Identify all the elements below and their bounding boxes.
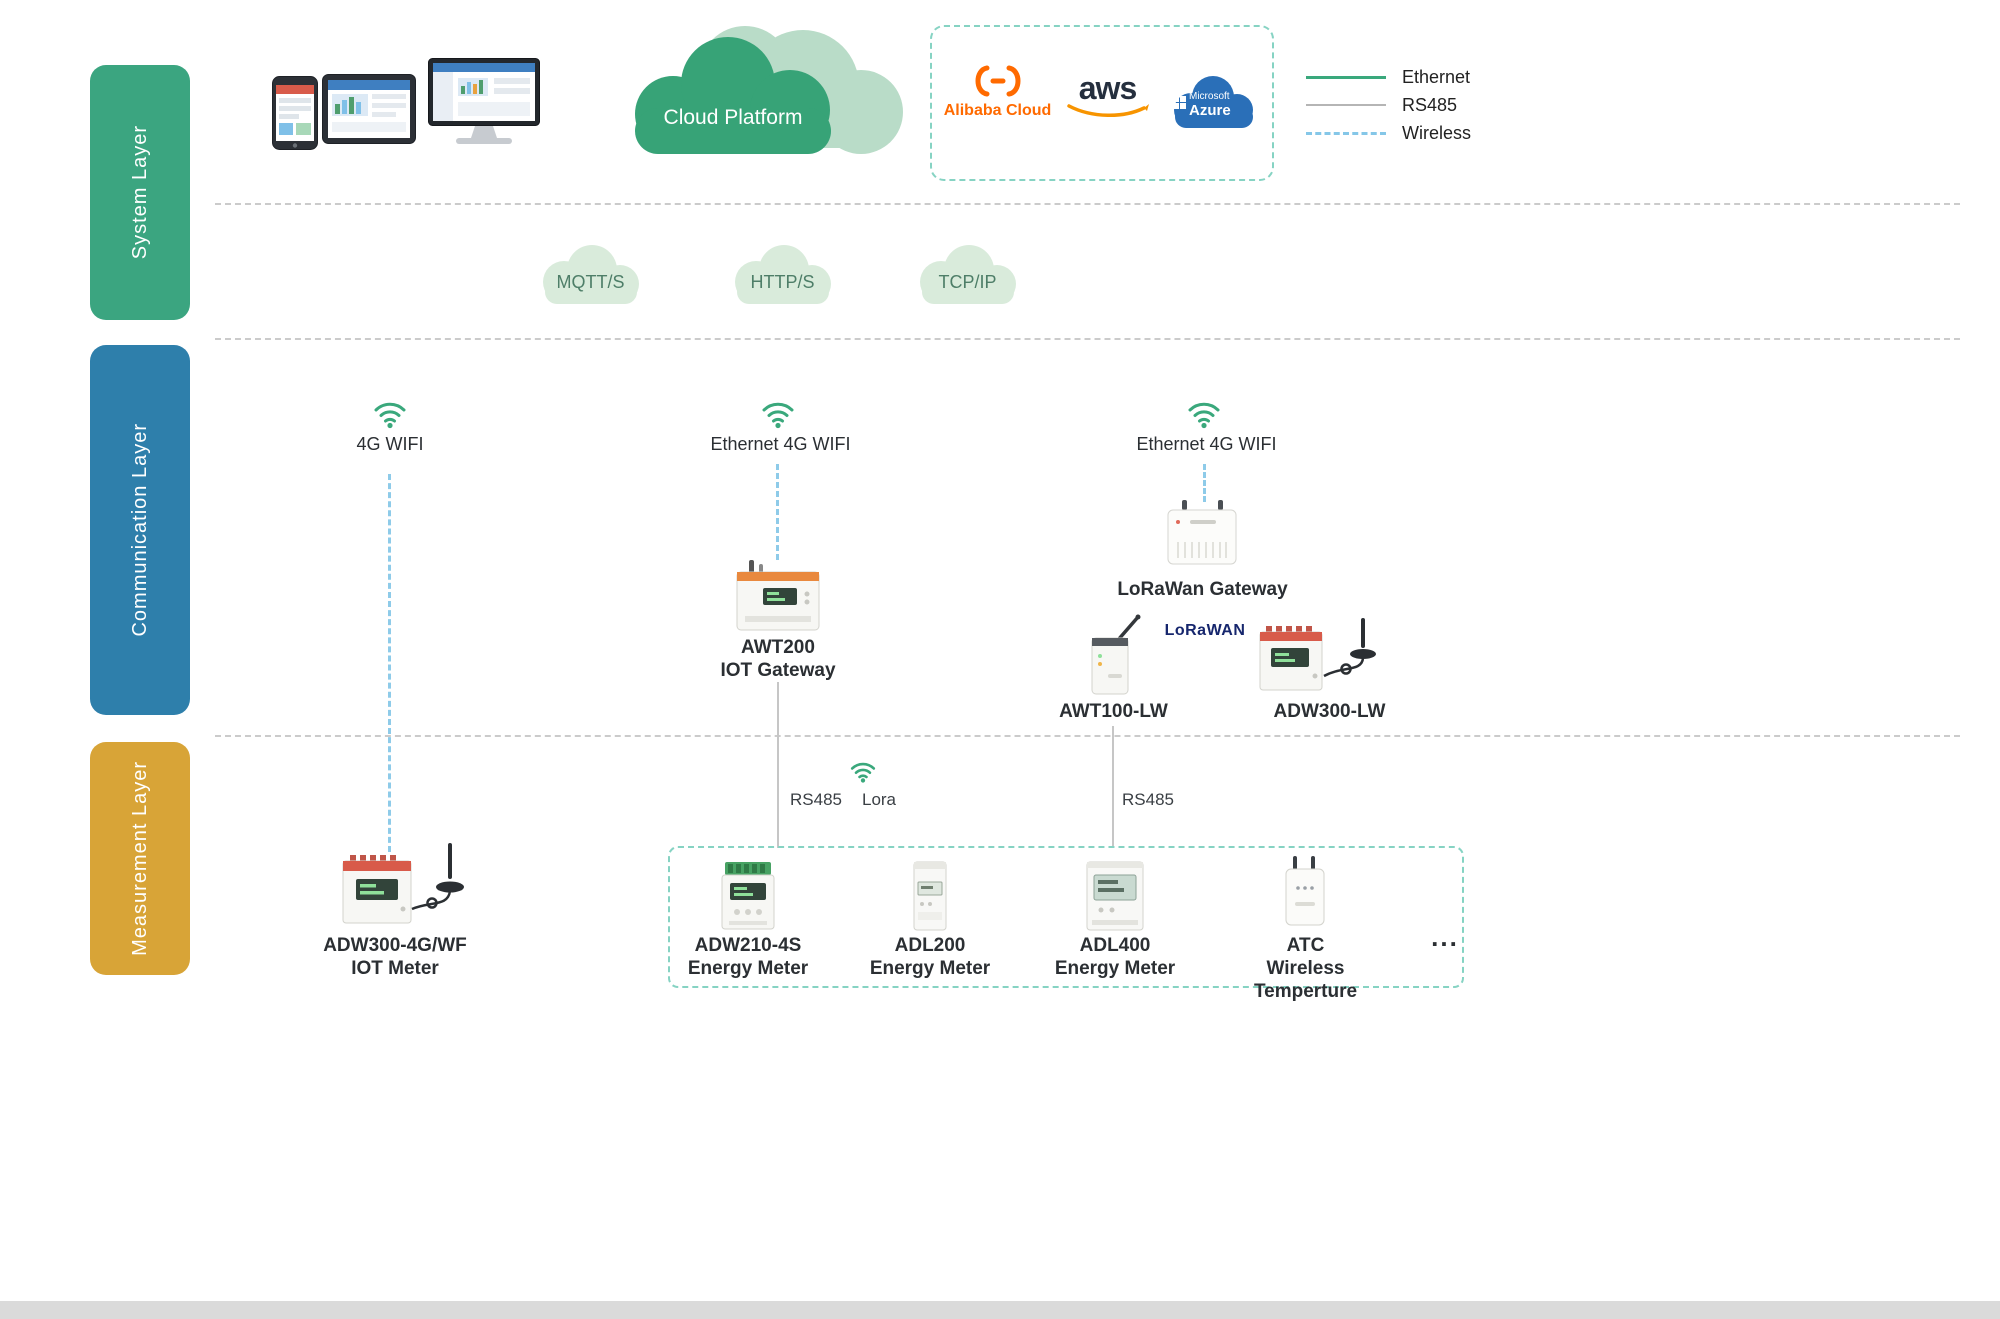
rs485-link-awt100: [1112, 726, 1114, 846]
adw300-4gwf-subtitle: IOT Meter: [351, 958, 439, 980]
adl400-label: ADL400 Energy Meter: [1045, 934, 1185, 980]
adl200-label: ADL200 Energy Meter: [860, 934, 1000, 980]
wifi-node-3-label: Ethernet 4G WIFI: [1136, 434, 1277, 454]
cloud-shape-icon: [543, 245, 639, 304]
lorawan-gateway-device-icon: [1162, 500, 1242, 571]
microsoft-azure-logo: Microsoft Azure: [1163, 70, 1263, 134]
legend-ethernet-label: Ethernet: [1402, 66, 1471, 87]
lora-label: Lora: [861, 790, 897, 809]
rs485-lora-connection-label: RS485 Lora: [790, 790, 896, 810]
protocol-cloud-tcpip: TCP/IP: [905, 238, 1030, 316]
cloud-shape-icon: [920, 245, 1016, 304]
wifi-icon: [368, 394, 412, 435]
legend-wireless-label: Wireless: [1402, 122, 1472, 143]
aws-smile-icon: [1066, 103, 1149, 117]
wifi-node-2-label: Ethernet 4G WIFI: [710, 434, 851, 454]
cloud-platform-icon: [565, 20, 910, 175]
wireless-line-sample: [1306, 131, 1386, 135]
adw300-4gwf-label: ADW300-4G/WF IOT Meter: [310, 934, 480, 980]
cloud-providers-box: [930, 25, 1274, 181]
azure-brand-text: Microsoft: [1189, 91, 1230, 102]
wifi-icon: [1182, 394, 1226, 435]
communication-layer-label: Communication Layer: [90, 345, 190, 715]
azure-name-text: Azure: [1189, 101, 1231, 119]
protocol-cloud-mqtt: MQTT/S: [528, 238, 653, 316]
awt100-lw-device-icon: [1078, 612, 1148, 702]
bottom-strip: [0, 1301, 2000, 1319]
protocol-http-label: HTTP/S: [750, 272, 815, 292]
azure-label: Microsoft Azure: [1189, 91, 1231, 119]
rs485-label: RS485: [790, 790, 842, 809]
lorawan-gateway-label: LoRaWan Gateway: [1117, 579, 1288, 600]
atc-device-icon: [1280, 856, 1330, 933]
awt200-label: AWT200 IOT Gateway: [698, 636, 858, 682]
adl200-subtitle: Energy Meter: [869, 958, 991, 980]
wireless-link-lorawan-gateway: [1203, 464, 1206, 502]
measurement-layer-text: Measurement Layer: [129, 761, 151, 956]
legend-row-rs485: RS485: [1306, 92, 1471, 118]
adl400-device-icon: [1084, 860, 1146, 937]
legend-rs485-label: RS485: [1402, 94, 1458, 115]
adl400-name: ADL400: [1079, 935, 1151, 956]
separator-system-protocol: [215, 203, 1960, 205]
energy-meter-group-box: [668, 846, 1464, 988]
adw210-4s-name: ADW210-4S: [694, 935, 802, 956]
legend-row-wireless: Wireless: [1306, 120, 1471, 146]
legend-row-ethernet: Ethernet: [1306, 64, 1471, 90]
adw300-4gwf-device-icon: [340, 843, 475, 933]
protocol-mqtt-label: MQTT/S: [556, 272, 625, 292]
protocol-cloud-http: HTTP/S: [720, 238, 845, 316]
aws-logo: aws: [1060, 70, 1155, 119]
smartphone-icon: [272, 76, 318, 155]
aws-wordmark: aws: [1078, 70, 1137, 106]
awt200-subtitle: IOT Gateway: [720, 660, 836, 682]
adw210-4s-device-icon: [717, 860, 779, 937]
adw300-lw-device-icon: [1258, 616, 1393, 699]
tablet-icon: [322, 74, 416, 149]
cloud-shape-icon: [735, 245, 831, 304]
protocol-tcpip-label: TCP/IP: [938, 272, 997, 292]
adl200-device-icon: [909, 860, 951, 937]
separator-communication-measurement: [215, 735, 1960, 737]
wifi-icon: [846, 756, 880, 789]
ethernet-line-sample: [1306, 75, 1386, 79]
awt200-name: AWT200: [741, 637, 815, 658]
rs485-link-awt200: [777, 682, 779, 848]
communication-layer-text: Communication Layer: [129, 423, 151, 637]
awt200-device-icon: [733, 560, 823, 637]
wireless-link-awt200: [776, 464, 779, 560]
alibaba-cloud-label: Alibaba Cloud: [943, 102, 1052, 119]
system-layer-text: System Layer: [129, 125, 151, 260]
wifi-icon: [756, 394, 800, 435]
adl200-name: ADL200: [894, 935, 966, 956]
atc-subtitle: Wireless Temperture: [1253, 958, 1358, 1003]
legend: Ethernet RS485 Wireless: [1306, 64, 1471, 146]
atc-name: ATC: [1286, 935, 1325, 956]
adw300-4gwf-name: ADW300-4G/WF: [323, 935, 467, 956]
rs485-connection-label: RS485: [1122, 790, 1174, 809]
measurement-layer-label: Measurement Layer: [90, 742, 190, 975]
adl400-subtitle: Energy Meter: [1054, 958, 1176, 980]
adw300-lw-label: ADW300-LW: [1273, 701, 1386, 722]
separator-protocol-communication: [215, 338, 1960, 340]
wifi-node-1-label: 4G WIFI: [356, 434, 424, 454]
wireless-link-adw300: [388, 474, 391, 852]
system-layer-label: System Layer: [90, 65, 190, 320]
lorawan-logo: LoRaWAN: [1164, 622, 1246, 639]
azure-cloud-icon: [1174, 76, 1253, 128]
adw210-4s-label: ADW210-4S Energy Meter: [678, 934, 818, 980]
windows-flag-icon: [1173, 96, 1186, 109]
awt100-lw-label: AWT100-LW: [1059, 701, 1168, 722]
alibaba-cloud-logo: Alibaba Cloud: [940, 64, 1055, 120]
adw210-4s-subtitle: Energy Meter: [687, 958, 809, 980]
cloud-platform-title: Cloud Platform: [663, 106, 803, 129]
more-devices-ellipsis: ...: [1431, 922, 1459, 952]
alibaba-brackets-icon: [975, 65, 1020, 97]
rs485-line-sample: [1306, 104, 1386, 106]
desktop-monitor-icon: [428, 58, 540, 155]
atc-label: ATC Wireless Temperture: [1213, 934, 1398, 1004]
